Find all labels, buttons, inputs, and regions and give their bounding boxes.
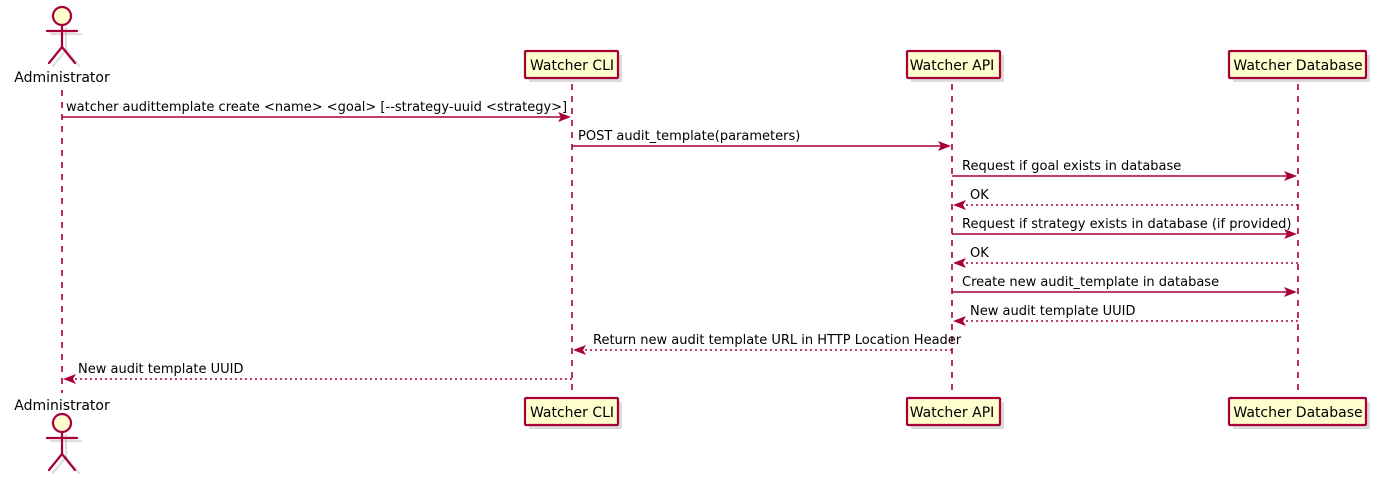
participant-box-watcher-api-top[interactable]: Watcher API [905,49,1004,82]
actor-label-administrator-top: Administrator [14,70,110,86]
participant-label-watcher-cli-bottom: Watcher CLI [530,405,614,421]
box-rect [1227,49,1368,80]
message-0: watcher audittemplate create <name> <goa… [62,100,571,122]
message-label: Create new audit_template in database [962,275,1219,290]
message-3: OK [953,188,1298,210]
actor-head-icon [51,412,73,434]
actor-leg-left [47,45,64,65]
participant-box-watcher-database-top[interactable]: Watcher Database [1227,49,1370,82]
actor-shadow [49,26,83,68]
actor-shadow [49,433,83,475]
message-5: OK [953,246,1298,268]
participant-label-watcher-database-top: Watcher Database [1233,58,1362,74]
message-arrowhead [63,374,76,384]
message-arrowhead [953,258,966,268]
participant-box-watcher-api-bottom[interactable]: Watcher API [905,396,1004,429]
message-label: OK [970,246,989,261]
message-1: POST audit_template(parameters) [572,129,951,151]
message-6: Create new audit_template in database [952,275,1297,297]
actor-leg-left [47,452,64,472]
message-label: Request if strategy exists in database (… [962,217,1291,232]
participant-label-watcher-database-bottom: Watcher Database [1233,405,1362,421]
message-arrowhead [938,141,951,151]
message-9: New audit template UUID [63,362,572,384]
box-rect [905,396,1002,427]
message-2: Request if goal exists in database [952,159,1297,181]
lifelines [61,84,1299,396]
box-rect [1227,396,1368,427]
message-8: Return new audit template URL in HTTP Lo… [573,333,962,355]
box-rect [523,49,620,80]
actor-leg-right [60,452,77,472]
actor-head-icon [51,5,73,27]
message-label: watcher audittemplate create <name> <goa… [66,100,567,115]
message-arrowhead [953,316,966,326]
box-rect [905,49,1002,80]
message-label: New audit template UUID [78,362,243,377]
message-7: New audit template UUID [953,304,1298,326]
message-label: OK [970,188,989,203]
actor-administrator-top[interactable]: Administrator [14,5,110,86]
actor-leg-right [60,45,77,65]
message-arrowhead [573,345,586,355]
participant-box-watcher-cli-top[interactable]: Watcher CLI [523,49,622,82]
message-label: New audit template UUID [970,304,1135,319]
message-arrowhead [558,112,571,122]
message-label: POST audit_template(parameters) [578,129,800,144]
participant-label-watcher-cli-top: Watcher CLI [530,58,614,74]
message-arrowhead [1284,171,1297,181]
box-rect [523,396,620,427]
message-4: Request if strategy exists in database (… [952,217,1297,239]
message-label: Return new audit template URL in HTTP Lo… [593,333,962,348]
message-arrowhead [1284,287,1297,297]
message-label: Request if goal exists in database [962,159,1181,174]
actor-administrator-bottom[interactable]: Administrator [14,398,110,475]
participant-box-watcher-cli-bottom[interactable]: Watcher CLI [523,396,622,429]
participant-label-watcher-api-bottom: Watcher API [910,405,995,421]
participant-box-watcher-database-bottom[interactable]: Watcher Database [1227,396,1370,429]
message-arrowhead [953,200,966,210]
participant-label-watcher-api-top: Watcher API [910,58,995,74]
actor-label-administrator-bottom: Administrator [14,398,110,414]
message-arrowhead [1284,229,1297,239]
